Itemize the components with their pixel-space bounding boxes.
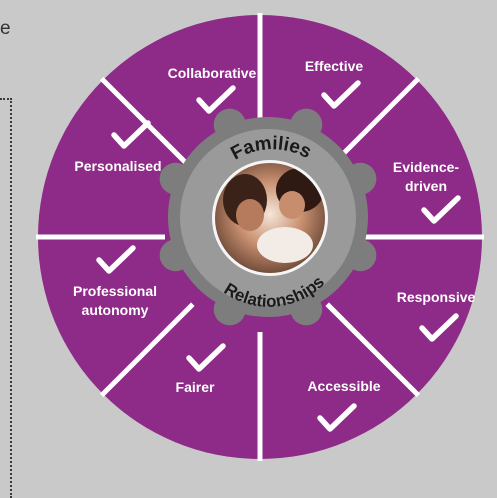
segment-label: autonomy <box>82 302 149 318</box>
checkmark-icon <box>321 80 361 109</box>
checkmark-icon <box>196 85 236 114</box>
segment-label: driven <box>405 178 447 194</box>
hub-knob <box>344 239 377 272</box>
hub-knob <box>159 162 192 195</box>
segment-fairer: Fairer <box>176 343 226 395</box>
hub-knob <box>290 108 323 141</box>
checkmark-icon <box>96 245 136 274</box>
hub-knob <box>159 239 192 272</box>
cropped-text-fragment: e <box>0 18 11 39</box>
segment-label: Evidence- <box>393 159 459 175</box>
hub-knob <box>213 108 246 141</box>
segment-label: Responsive <box>397 289 476 305</box>
hub-knob <box>290 293 323 326</box>
hub-knob <box>213 293 246 326</box>
segment-professional-autonomy: Professional autonomy <box>73 245 157 318</box>
segment-collaborative: Collaborative <box>168 65 257 114</box>
segment-divider <box>99 302 195 398</box>
segment-evidence-driven: Evidence-driven <box>393 159 461 224</box>
dotted-border-frame <box>0 98 12 498</box>
checkmark-icon <box>421 195 461 224</box>
segment-label: Personalised <box>74 158 161 174</box>
segment-personalised: Personalised <box>74 120 162 174</box>
checkmark-icon <box>419 313 459 342</box>
checkmark-icon <box>111 120 151 149</box>
family-photo <box>215 163 325 273</box>
segment-label: Effective <box>305 58 364 74</box>
segment-divider <box>325 302 421 398</box>
segment-effective: Effective <box>305 58 364 109</box>
segment-accessible: Accessible <box>307 378 381 432</box>
segment-label: Accessible <box>307 378 380 394</box>
hub-knob <box>344 162 377 195</box>
checkmark-icon <box>317 403 357 432</box>
segment-label: Professional <box>73 283 157 299</box>
segment-label: Fairer <box>176 379 215 395</box>
checkmark-icon <box>186 343 226 372</box>
center-hub: Families Relationships <box>159 108 377 326</box>
segment-label: Collaborative <box>168 65 257 81</box>
segment-responsive: Responsive <box>397 289 476 342</box>
